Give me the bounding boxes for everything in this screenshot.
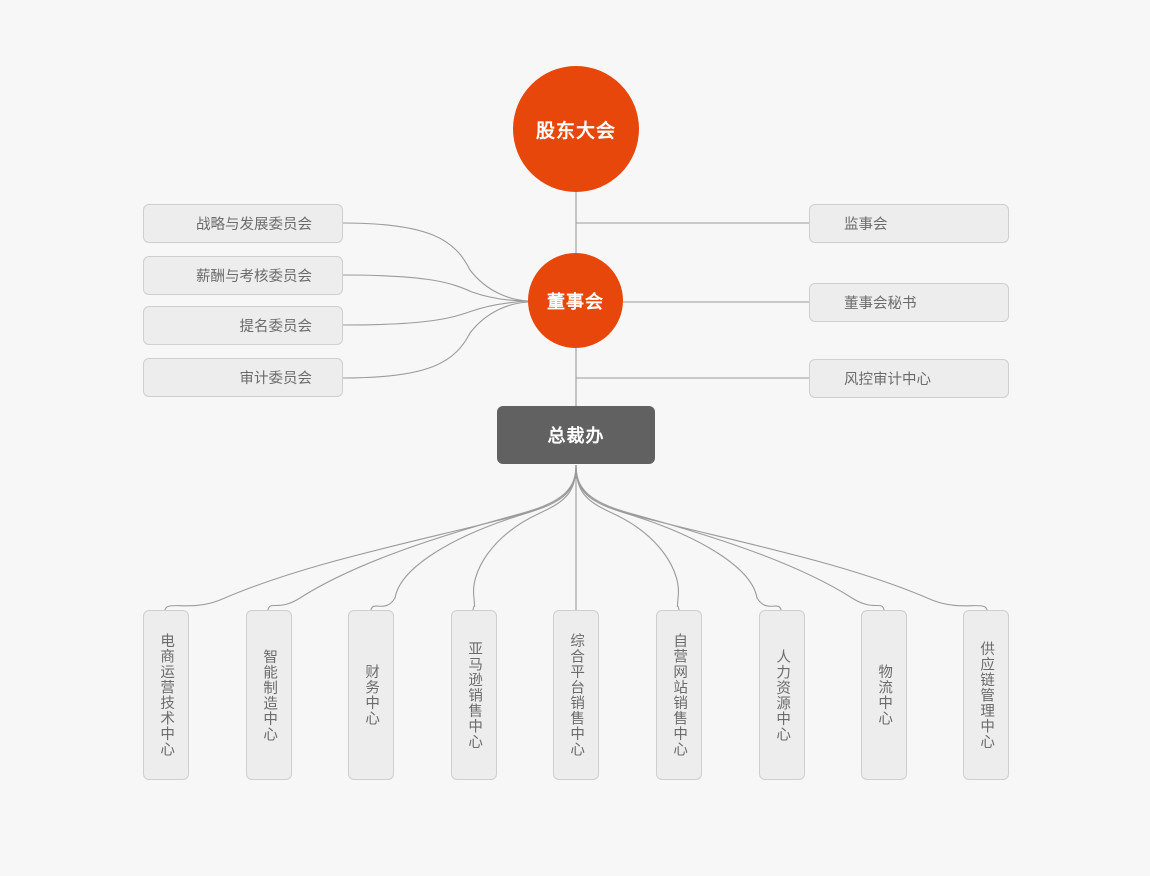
edge-committee-3 [342,300,529,326]
node-committee-audit[interactable]: 审计委员会 [143,358,343,397]
edge-committee-2 [342,274,529,302]
node-center-finance[interactable]: 财务中心 [348,610,394,780]
node-center-owned-website-sales[interactable]: 自营网站销售中心 [656,610,702,780]
edge-committee-1 [342,222,529,302]
node-center-platform-sales[interactable]: 综合平台销售中心 [553,610,599,780]
node-committee-nomination[interactable]: 提名委员会 [143,306,343,345]
node-center-supply-chain-management[interactable]: 供应链管理中心 [963,610,1009,780]
edge-center-4 [472,464,577,611]
node-center-label: 智能制造中心 [261,648,278,742]
node-center-smart-manufacturing[interactable]: 智能制造中心 [246,610,292,780]
node-shareholders-meeting[interactable]: 股东大会 [513,66,639,192]
node-center-label: 供应链管理中心 [978,640,995,750]
node-center-ecommerce-ops-tech[interactable]: 电商运营技术中心 [143,610,189,780]
node-center-label: 自营网站销售中心 [671,633,688,757]
node-president-office[interactable]: 总裁办 [497,406,655,464]
edge-center-7 [575,464,782,611]
node-center-label: 财务中心 [363,664,380,726]
node-center-logistics[interactable]: 物流中心 [861,610,907,780]
node-center-human-resources[interactable]: 人力资源中心 [759,610,805,780]
edge-center-3 [370,464,577,611]
edge-center-8 [575,464,885,611]
node-center-label: 物流中心 [876,664,893,726]
node-committee-compensation-appraisal[interactable]: 薪酬与考核委员会 [143,256,343,295]
node-board-secretary[interactable]: 董事会秘书 [809,283,1009,322]
node-center-label: 综合平台销售中心 [568,633,585,757]
node-supervisory-board[interactable]: 监事会 [809,204,1009,243]
edge-center-2 [267,464,577,611]
node-center-label: 亚马逊销售中心 [466,640,483,750]
node-committee-strategy-development[interactable]: 战略与发展委员会 [143,204,343,243]
edge-center-6 [575,464,680,611]
node-center-label: 电商运营技术中心 [158,633,175,757]
node-board-of-directors[interactable]: 董事会 [528,253,623,348]
node-center-amazon-sales[interactable]: 亚马逊销售中心 [451,610,497,780]
node-risk-control-audit-center[interactable]: 风控审计中心 [809,359,1009,398]
edge-center-1 [164,464,577,611]
edge-center-9 [575,464,988,611]
edge-committee-4 [342,301,529,379]
node-center-label: 人力资源中心 [774,648,791,742]
